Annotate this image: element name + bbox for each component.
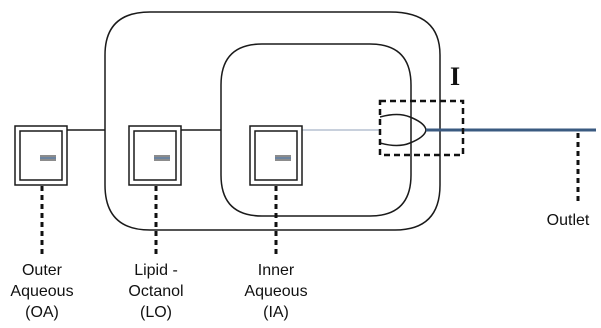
outer-aqueous-channel xyxy=(67,11,441,231)
junction-upper-curve xyxy=(379,113,427,131)
region-i-box xyxy=(378,99,465,157)
label-lipid-octanol: Lipid - Octanol (LO) xyxy=(128,262,184,321)
lipid-octanol-channel xyxy=(181,43,412,217)
inlet-oa xyxy=(14,125,68,186)
inlet-lo xyxy=(128,125,182,186)
label-outlet: Outlet xyxy=(546,212,590,229)
inlet-ia xyxy=(249,125,303,186)
label-outer-aqueous: Outer Aqueous (OA) xyxy=(10,262,74,321)
label-inner-aqueous: Inner Aqueous (IA) xyxy=(244,262,308,321)
region-i-marker: I xyxy=(450,62,461,91)
junction-lower-curve xyxy=(379,129,427,147)
